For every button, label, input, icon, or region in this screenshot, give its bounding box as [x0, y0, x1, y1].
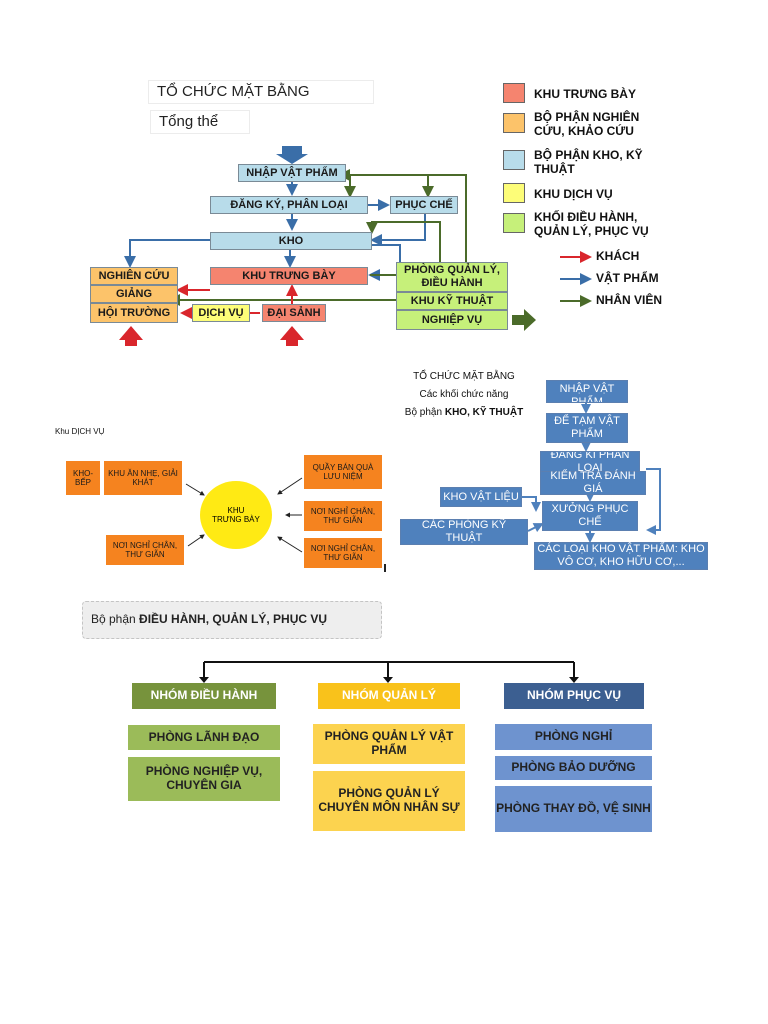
legend-label-kho: BỘ PHẬN KHO, KỸ THUẬT — [534, 148, 643, 177]
diagram4-title: Bộ phận ĐIỀU HÀNH, QUẢN LÝ, PHỤC VỤ — [82, 601, 382, 639]
diagram3-title-block: TỔ CHỨC MẶT BẰNG Các khối chức năng Bộ p… — [390, 368, 538, 422]
legend-swatch-dieu-hanh — [503, 213, 525, 233]
group-header-phuc-vu: NHÓM PHỤC VỤ — [504, 683, 644, 709]
service-item-nghi-chan-left: NƠI NGHỈ CHÂN, THƯ GIÃN — [106, 535, 184, 565]
legend-label-trung-bay: KHU TRƯNG BÀY — [534, 87, 636, 101]
group-header-dieu-hanh: NHÓM ĐIỀU HÀNH — [132, 683, 276, 709]
service-item-nghi-chan-right-2: NƠI NGHỈ CHÂN, THƯ GIÃN — [304, 538, 382, 568]
storage-step-kiem-tra: KIỂM TRA ĐÁNH GIÁ — [540, 470, 646, 495]
diagram3-title-line1: TỔ CHỨC MẶT BẰNG — [413, 371, 515, 382]
group-item-phong-nghiep-vu: PHÒNG NGHIỆP VỤ, CHUYÊN GIA — [128, 757, 280, 801]
box-hoi-truong: HỘI TRƯỜNG — [90, 303, 178, 323]
box-giang: GIẢNG — [90, 285, 178, 303]
group-item-phong-bao-duong: PHÒNG BẢO DƯỠNG — [495, 756, 652, 780]
legend-label-nghien-cuu: BỘ PHẬN NGHIÊN CỨU, KHẢO CỨU — [534, 110, 640, 139]
storage-step-de-tam: ĐỂ TẠM VẬT PHẨM — [546, 413, 628, 443]
storage-side-phong-ky-thuat: CÁC PHÒNG KỸ THUẬT — [400, 519, 528, 545]
group-item-quan-ly-nhan-su: PHÒNG QUẢN LÝ CHUYÊN MÔN NHÂN SỰ — [313, 771, 465, 831]
entry-arrow-bottom-left — [119, 326, 143, 346]
group-item-quan-ly-vat-pham: PHÒNG QUẢN LÝ VẬT PHẨM — [313, 724, 465, 764]
storage-step-cac-loai-kho: CÁC LOẠI KHO VẬT PHẨM: KHO VÔ CƠ, KHO HỮ… — [534, 542, 708, 570]
box-nghien-cuu: NGHIÊN CỨU — [90, 267, 178, 285]
legend-swatch-nghien-cuu — [503, 113, 525, 133]
box-nghiep-vu: NGHIỆP VỤ — [396, 310, 508, 330]
diagram1-title: TỔ CHỨC MẶT BẰNG — [148, 80, 374, 104]
diagram3-title-line2: Các khối chức năng — [419, 389, 509, 400]
legend-swatch-dich-vu — [503, 183, 525, 203]
entry-arrow-bottom-mid — [280, 326, 304, 346]
service-item-quay-ban-qua: QUẦY BÁN QUÀ LƯU NIỆM — [304, 455, 382, 489]
storage-step-xuong-phuc-che: XƯỞNG PHỤC CHẾ — [542, 501, 638, 531]
diagram1-subtitle: Tổng thể — [150, 110, 250, 134]
box-phuc-che: PHỤC CHẾ — [390, 196, 458, 214]
box-dai-sanh: ĐẠI SẢNH — [262, 304, 326, 322]
group-item-phong-thay-do: PHÒNG THAY ĐỒ, VỆ SINH — [495, 786, 652, 832]
legend-label-nhan-vien: NHÂN VIÊN — [596, 293, 663, 307]
box-phong-quan-ly: PHÒNG QUẢN LÝ, ĐIỀU HÀNH — [396, 262, 508, 292]
storage-side-kho-vat-lieu: KHO VẬT LIỆU — [440, 487, 522, 507]
box-kho: KHO — [210, 232, 372, 250]
box-khu-ky-thuat: KHU KỸ THUẬT — [396, 292, 508, 310]
storage-step-nhap-vat-pham: NHẬP VẬT PHẨM — [546, 380, 628, 403]
service-center-circle: KHU TRƯNG BÀY — [200, 481, 272, 549]
box-dich-vu: DỊCH VỤ — [192, 304, 250, 322]
group-item-phong-nghi: PHÒNG NGHỈ — [495, 724, 652, 750]
diagram2-title: Khu DỊCH VỤ — [55, 427, 105, 436]
group-item-phong-lanh-dao: PHÒNG LÃNH ĐẠO — [128, 725, 280, 750]
entry-arrow-right — [512, 309, 536, 331]
legend-label-khach: KHÁCH — [596, 249, 640, 263]
box-khu-trung-bay: KHU TRƯNG BÀY — [210, 267, 368, 285]
legend-label-dich-vu: KHU DỊCH VỤ — [534, 187, 613, 201]
entry-arrow-top — [276, 146, 308, 164]
service-item-khu-an-nhe: KHU ĂN NHẸ, GIẢI KHÁT — [104, 461, 182, 495]
legend-label-dieu-hanh: KHỐI ĐIỀU HÀNH, QUẢN LÝ, PHỤC VỤ — [534, 210, 649, 239]
service-item-kho-bep: KHO-BẾP — [66, 461, 100, 495]
legend-swatch-kho — [503, 150, 525, 170]
legend-swatch-trung-bay — [503, 83, 525, 103]
service-item-nghi-chan-right-1: NƠI NGHỈ CHÂN, THƯ GIÃN — [304, 501, 382, 531]
storage-step-dang-ki: ĐĂNG KÍ PHÂN LOẠI — [540, 451, 640, 473]
group-header-quan-ly: NHÓM QUẢN LÝ — [318, 683, 460, 709]
legend-label-vat-pham: VẬT PHẨM — [596, 271, 659, 285]
diagram3-title-line3: Bộ phận KHO, KỸ THUẬT — [404, 407, 524, 418]
box-dang-ky-phan-loai: ĐĂNG KÝ, PHÂN LOẠI — [210, 196, 368, 214]
box-nhap-vat-pham: NHẬP VẬT PHẨM — [238, 164, 346, 182]
